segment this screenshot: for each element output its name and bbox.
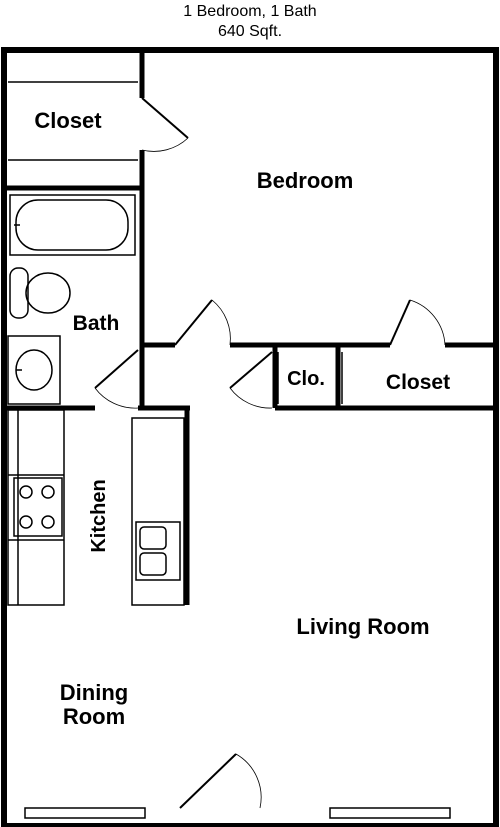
closet-top-label: Closet [34, 108, 102, 133]
kitchen-sink-icon [135, 521, 181, 581]
stove-icon [13, 477, 63, 537]
door-icons [94, 97, 446, 809]
toilet-icon [9, 267, 71, 319]
kitchen-label: Kitchen [88, 479, 110, 552]
plan-title: 1 Bedroom, 1 Bath [183, 3, 317, 20]
clo-label: Clo. [287, 368, 325, 390]
dining-label-line2: Room [63, 704, 125, 729]
kitchen-counters [7, 409, 185, 606]
living-room-label: Living Room [296, 614, 429, 639]
interior-walls [6, 52, 494, 605]
plan-area: 640 Sqft. [217, 23, 283, 40]
dining-label-line1: Dining [60, 680, 128, 705]
bottom-windows [24, 807, 451, 819]
bath-label: Bath [73, 312, 120, 335]
closet-shelves [8, 81, 343, 404]
floor-plan-header: 1 Bedroom, 1 Bath 640 Sqft. [0, 2, 500, 42]
bedroom-label: Bedroom [257, 168, 354, 193]
closet-right-label: Closet [386, 371, 450, 394]
outer-walls [1, 47, 499, 827]
bathtub-icon [9, 194, 136, 256]
bath-sink-icon [7, 335, 61, 405]
